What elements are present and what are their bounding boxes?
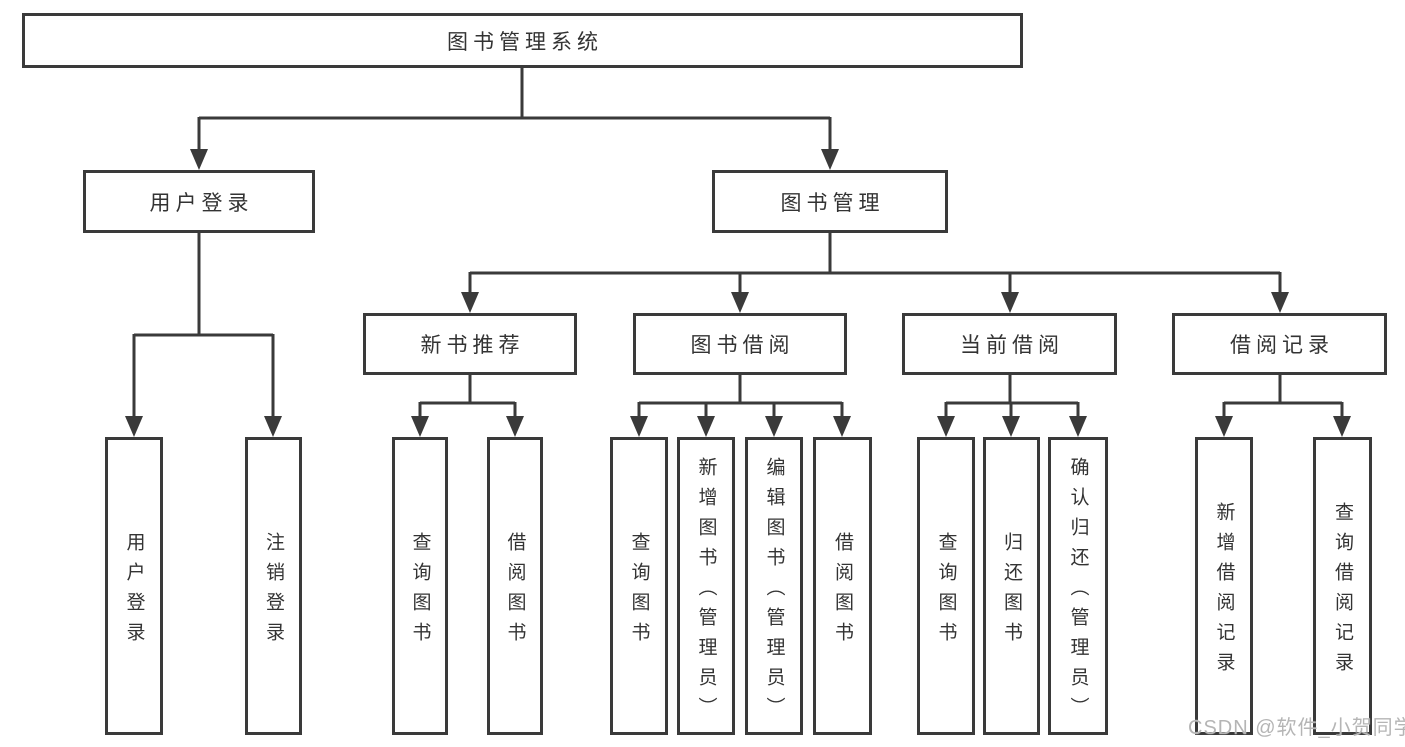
node-label: 图书借阅 [690,334,795,357]
node-leaf-query-books-current: 查询图书 [917,437,975,735]
node-leaf-confirm-return-admin: 确认归还（管理员） [1048,437,1108,735]
node-root-library-system: 图书管理系统 [22,13,1023,68]
node-label: 确认归还（管理员） [1067,456,1089,727]
node-label: 用户登录 [149,191,254,215]
node-label: 新增图书（管理员） [695,456,717,727]
node-new-book-recommend: 新书推荐 [363,313,577,375]
node-leaf-query-borrow-record: 查询借阅记录 [1313,437,1372,735]
node-leaf-query-books-recommend: 查询图书 [392,437,448,735]
node-leaf-return-book: 归还图书 [983,437,1040,735]
node-label: 查询图书 [409,531,431,652]
node-leaf-logout: 注销登录 [245,437,302,735]
node-leaf-user-login: 用户登录 [105,437,163,735]
node-label: 查询图书 [935,531,957,652]
node-borrow-records: 借阅记录 [1172,313,1387,375]
arrowhead-icons [125,149,1351,437]
node-label: 新书推荐 [420,334,525,357]
node-book-management: 图书管理 [712,170,948,233]
node-label: 新增借阅记录 [1213,501,1235,682]
node-label: 注销登录 [263,531,284,652]
node-leaf-query-books-borrow: 查询图书 [610,437,668,735]
node-label: 编辑图书（管理员） [763,456,785,727]
node-user-login: 用户登录 [83,170,315,233]
node-current-borrowing: 当前借阅 [902,313,1117,375]
node-book-borrowing: 图书借阅 [633,313,847,375]
node-leaf-edit-book-admin: 编辑图书（管理员） [745,437,803,735]
node-label: 借阅记录 [1230,334,1334,357]
node-label: 借阅图书 [504,531,526,652]
node-leaf-borrow-books-recommend: 借阅图书 [487,437,543,735]
node-label: 借阅图书 [832,531,853,652]
node-label: 用户登录 [123,531,145,652]
node-label: 查询借阅记录 [1332,501,1353,682]
node-leaf-borrow-books: 借阅图书 [813,437,872,735]
node-leaf-add-borrow-record: 新增借阅记录 [1195,437,1253,735]
node-label: 当前借阅 [960,334,1064,357]
node-label: 归还图书 [1001,531,1022,652]
node-leaf-add-book-admin: 新增图书（管理员） [677,437,735,735]
node-label: 图书管理系统 [447,30,603,54]
node-label: 图书管理 [780,191,885,215]
node-label: 查询图书 [628,531,650,652]
csdn-watermark: CSDN @软件_小贺同学 [1188,717,1405,739]
